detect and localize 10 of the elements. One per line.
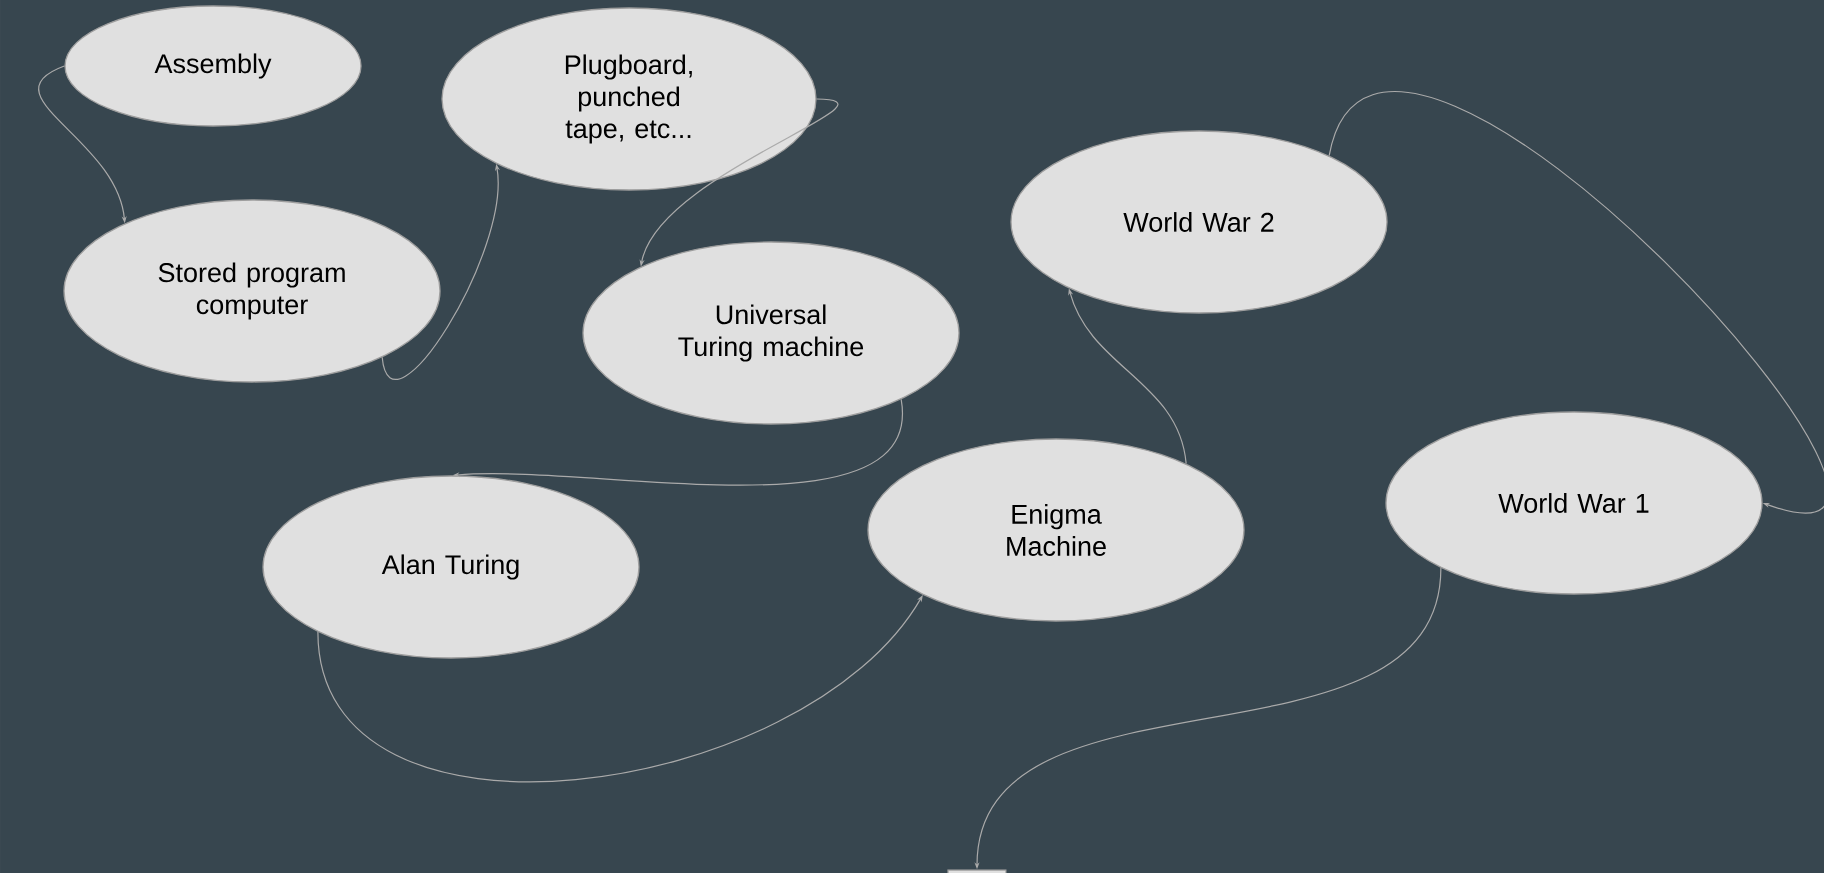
empty-box	[947, 869, 1007, 873]
ellipse-node: Plugboard, punched tape, etc...	[441, 7, 817, 191]
ellipse-node: Alan Turing	[262, 475, 640, 659]
ellipse-node: World War 2	[1010, 130, 1388, 314]
ellipse-node: Stored program computer	[63, 199, 441, 383]
ellipse-node: World War 1	[1385, 411, 1763, 595]
ellipse-node: Universal Turing machine	[582, 241, 960, 425]
arrow	[1328, 90, 1824, 513]
ellipse-node: Enigma Machine	[867, 438, 1245, 622]
ellipse-node: Assembly	[64, 5, 362, 127]
